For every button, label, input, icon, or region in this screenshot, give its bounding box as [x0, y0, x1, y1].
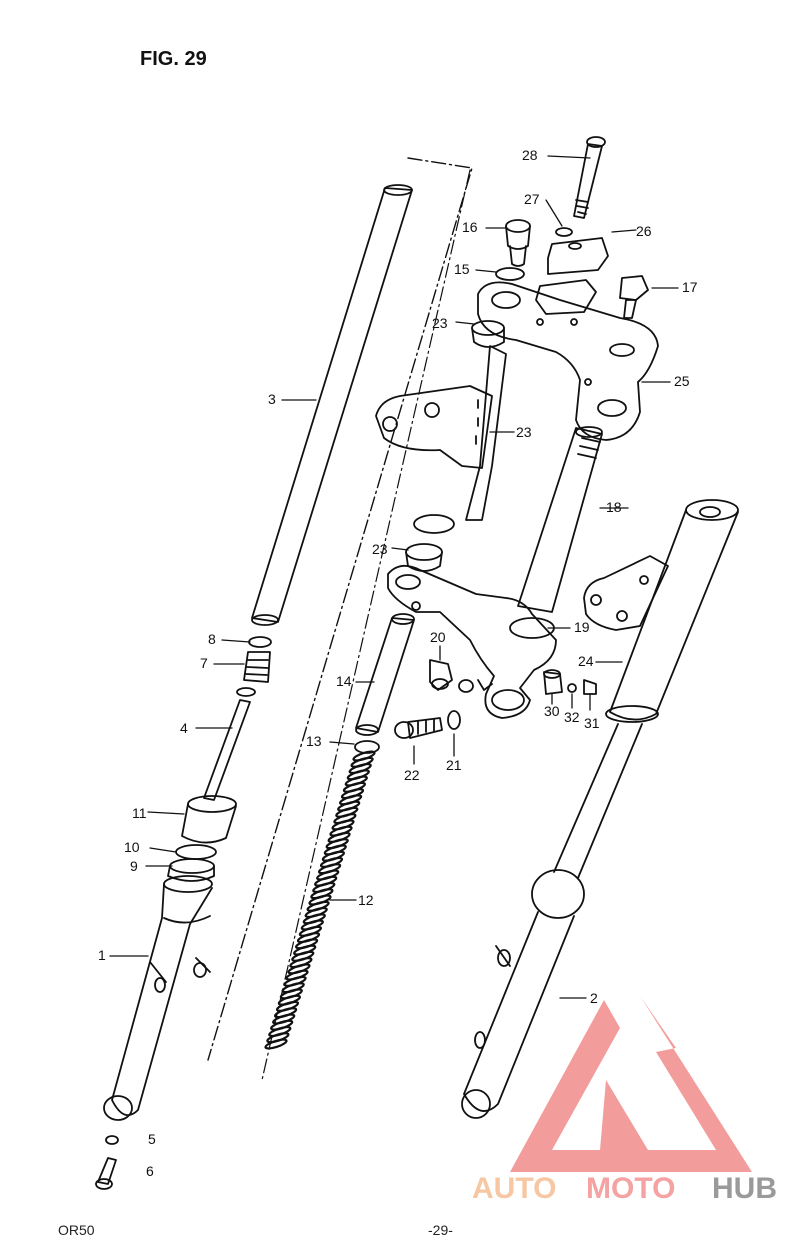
fork-spring-12 — [264, 750, 376, 1050]
outer-tube-left — [103, 875, 213, 1121]
callout-8: 8 — [208, 631, 216, 647]
callout-26: 25 — [674, 373, 690, 389]
callout-23-upper: 23 — [432, 315, 448, 331]
lower-bracket-19 — [387, 564, 557, 719]
o-ring-15 — [495, 267, 525, 281]
washer-32 — [567, 683, 577, 693]
spring-coil — [264, 1038, 288, 1050]
callout-30: 30 — [544, 703, 560, 719]
ring-lower — [413, 514, 455, 534]
watermark-moto: MOTO — [586, 1172, 675, 1205]
damper-rod-4 — [203, 699, 251, 801]
rebound-spring-7 — [243, 651, 271, 683]
handlebar-clamp-27 — [535, 237, 609, 315]
callout-3: 3 — [268, 391, 276, 407]
bolt-22 — [394, 717, 443, 739]
inner-tube-right — [583, 499, 739, 723]
callout-5: 5 — [148, 1131, 156, 1147]
bolt-31 — [583, 679, 597, 695]
callout-24: 23 — [516, 424, 532, 440]
leader-lines — [109, 155, 679, 999]
callout-31: 31 — [584, 715, 600, 731]
callout-20: 20 — [430, 629, 446, 645]
callout-19: 19 — [574, 619, 590, 635]
headlight-bracket-24 — [375, 345, 507, 521]
model-code: OR50 — [58, 1222, 95, 1238]
bolt-6 — [95, 1157, 117, 1190]
bolt-29 — [573, 136, 606, 219]
page-number: -29- — [428, 1222, 453, 1238]
callout-23-lower: 23 — [372, 541, 388, 557]
callout-2: 2 — [590, 990, 598, 1006]
callout-7: 7 — [200, 655, 208, 671]
outer-tube-right — [461, 723, 643, 1119]
callout-32: 32 — [564, 709, 580, 725]
stopper-20 — [429, 659, 453, 691]
callout-21: 21 — [446, 757, 462, 773]
callout-13: 13 — [306, 733, 322, 749]
cap-bolt-16 — [505, 219, 531, 267]
callout-29: 28 — [522, 147, 538, 163]
washer-5 — [105, 1135, 119, 1145]
callout-22: 22 — [404, 767, 420, 783]
watermark-auto: AUTO — [472, 1172, 556, 1205]
center-line-left — [207, 157, 473, 1061]
washer-21 — [447, 710, 461, 730]
callout-15: 15 — [454, 261, 470, 277]
washer-8 — [248, 636, 272, 648]
washer-28 — [555, 227, 573, 237]
callout-10: 10 — [124, 839, 140, 855]
bolt-17 — [619, 275, 649, 319]
pin-small — [477, 679, 493, 691]
callout-16: 16 — [462, 219, 478, 235]
callout-28: 27 — [524, 191, 540, 207]
oil-lock-11 — [181, 795, 237, 844]
callout-17: 17 — [682, 279, 698, 295]
nut-30 — [543, 669, 563, 695]
callout-1: 1 — [98, 947, 106, 963]
callout-12: 12 — [358, 892, 374, 908]
steering-stem-18 — [517, 426, 603, 613]
spacer-14 — [355, 613, 415, 736]
callout-9: 9 — [130, 858, 138, 874]
upper-bracket-26 — [477, 281, 659, 441]
callout-4: 4 — [180, 720, 188, 736]
figure-title: FIG. 29 — [140, 48, 207, 70]
callout-27: 26 — [636, 223, 652, 239]
callout-labels: 28 27 26 16 15 17 23 25 3 23 18 23 19 20… — [98, 147, 698, 1179]
bushing-23-upper — [471, 320, 505, 348]
watermark-wordmark: AUTO MOTO HUB — [472, 1172, 777, 1205]
center-line-middle — [261, 169, 471, 1081]
callout-18: 18 — [606, 499, 622, 515]
callout-6: 6 — [146, 1163, 154, 1179]
nut-small — [458, 679, 474, 693]
watermark-logo — [510, 996, 752, 1172]
callout-14: 14 — [336, 673, 352, 689]
callout-25: 24 — [578, 653, 594, 669]
callout-11: 11 — [132, 805, 147, 821]
watermark-hub: HUB — [712, 1172, 777, 1205]
oil-seal-10 — [175, 844, 217, 860]
inner-tube-left — [251, 184, 413, 626]
